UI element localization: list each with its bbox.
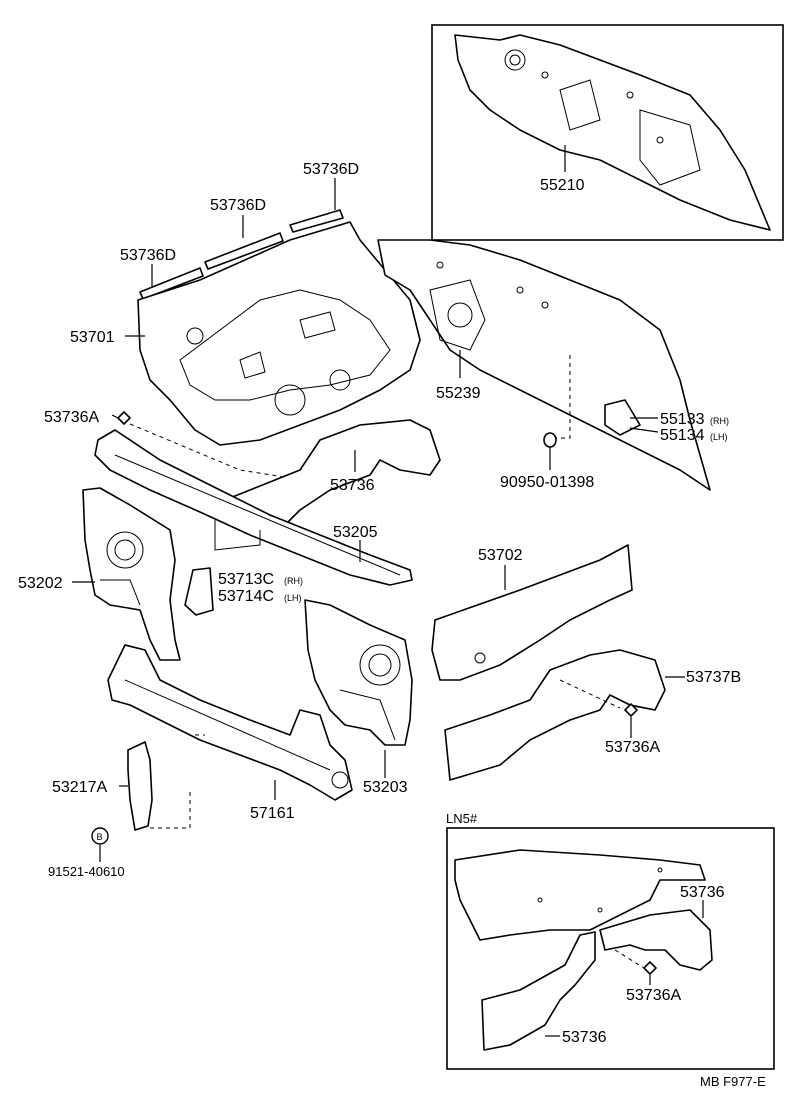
label-53736D-a: 53736D [303,161,359,178]
part-55133-55134-bracket [604,399,641,436]
part-53217A-bracket [127,741,153,831]
bolt-marker-icon [91,827,109,845]
clip-53736A-b-icon [624,703,638,717]
ln5-clip-53736A-icon [643,961,657,975]
label-53202: 53202 [18,575,63,592]
label-53714C-side: (LH) [284,593,302,603]
part-55210-dash-insulator-drawing [454,34,771,231]
part-53736-silencer [224,419,441,526]
clip-90950-icon [543,432,557,448]
part-ln5-53736-silencer-upper [599,909,713,971]
label-53203: 53203 [363,779,408,796]
label-90950-01398: 90950-01398 [500,474,594,491]
label-55210: 55210 [540,177,585,194]
inset-box-dash-insulator [431,24,784,241]
label-53736D-b: 53736D [210,197,266,214]
label-53736A-a: 53736A [44,409,99,426]
part-53736D-seals [139,209,344,300]
part-53713C-53714C-bracket [184,567,214,616]
part-53702-front-apron [431,544,633,681]
part-53737B-silencer [444,649,666,781]
label-53714C: 53714C [218,588,274,605]
label-55134: 55134 [660,427,705,444]
label-ln5-53736-a: 53736 [680,884,725,901]
label-91521-40610: 91521-40610 [48,864,125,879]
bolt-marker-letter: B [97,832,103,842]
part-ln5-dash-area [454,849,706,941]
label-57161: 57161 [250,805,295,822]
label-55133: 55133 [660,411,705,428]
part-53701-cowl-panel [137,221,421,446]
label-55133-side: (RH) [710,416,729,426]
clip-53736A-icon [117,411,131,425]
part-ln5-53736-silencer-lower [481,931,596,1051]
drawing-code: MB F977-E [700,1074,766,1089]
label-53701: 53701 [70,329,115,346]
label-53217A: 53217A [52,779,107,796]
part-57161-radiator-support-lower [107,644,353,801]
label-53737B: 53737B [686,669,741,686]
part-53203-side-support-lh [304,599,413,746]
label-53736D-c: 53736D [120,247,176,264]
variant-label-ln5: LN5# [446,811,478,826]
label-53736A-b: 53736A [605,739,660,756]
part-53202-side-support-rh [82,487,181,661]
label-ln5-53736A: 53736A [626,987,681,1004]
label-53713C: 53713C [218,571,274,588]
label-53736-a: 53736 [330,477,375,494]
label-53205: 53205 [333,524,378,541]
label-53713C-side: (RH) [284,576,303,586]
label-55239: 55239 [436,385,481,402]
label-ln5-53736-b: 53736 [562,1029,607,1046]
part-53205-upper-support [94,429,413,586]
inset-box-ln5 [446,827,775,1070]
label-53702: 53702 [478,547,523,564]
label-55134-side: (LH) [710,432,728,442]
